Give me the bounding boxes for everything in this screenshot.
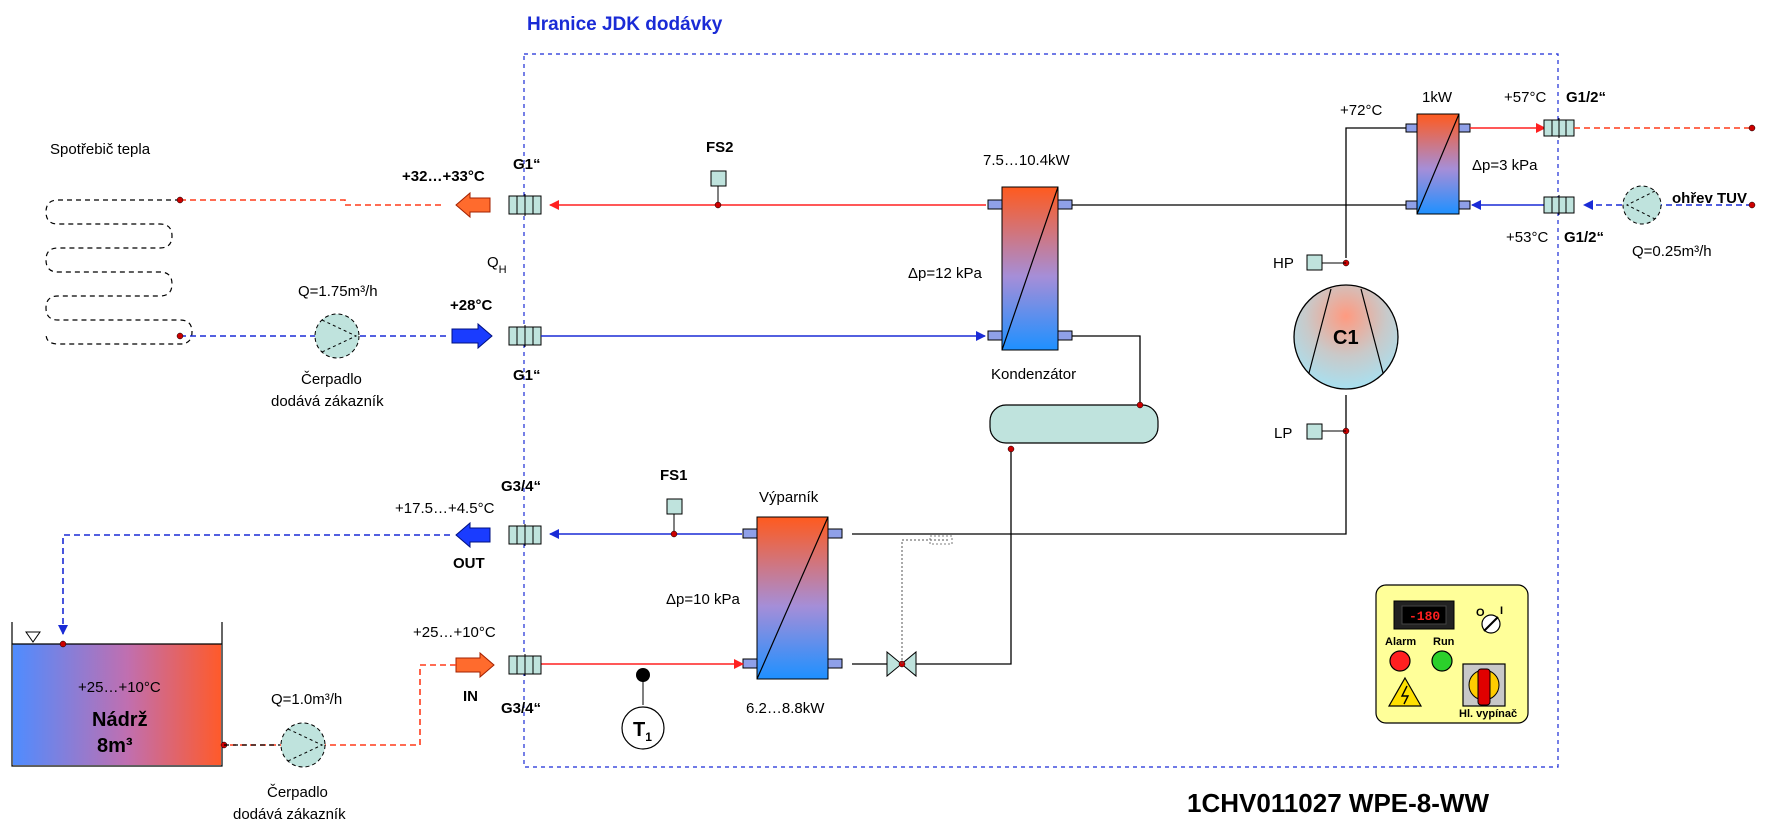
fs1-sensor-icon [666,498,683,538]
consumer-connector-top-icon [508,194,542,216]
selector-switch-icon[interactable] [1481,614,1501,634]
switch-o-label: O [1476,607,1485,619]
fs1-label: FS1 [660,467,688,484]
evaporator-icon [742,516,843,680]
source-flow: Q=1.0m³/h [271,691,342,708]
alarm-label: Alarm [1385,636,1416,648]
evaporator-name: Výparník [759,489,819,506]
receiver-icon [989,401,1159,453]
source-in-label: IN [463,688,478,705]
source-pump-note-2: dodává zákazník [233,806,346,823]
tank-temp: +25…+10°C [78,679,161,696]
consumer-supply-temp: +32…+33°C [402,168,485,185]
svg-text:-180: -180 [1409,609,1440,624]
evaporator-dp: Δp=10 kPa [666,591,740,608]
source-in-conn: G3/4“ [501,700,541,717]
consumer-flow: Q=1.75m³/h [298,283,378,300]
source-pump-note-1: Čerpadlo [267,784,328,801]
heat-symbol: QH [487,254,507,276]
consumer-supply-arrow-icon [455,191,491,219]
compressor-label: C1 [1333,327,1359,349]
consumer-label: Spotřebič tepla [50,141,151,158]
condenser-icon [987,186,1073,351]
dhw-exchanger-icon [1405,113,1471,215]
dhw-conn-bottom: G1/2“ [1564,229,1604,246]
lp-switch-icon [1306,423,1346,440]
consumer-return-arrow-icon [451,322,493,350]
tank-icon [11,622,228,767]
lp-label: LP [1274,425,1292,442]
hp-switch-icon [1306,254,1346,271]
tank-volume: 8m³ [97,735,133,757]
expansion-valve-icon [886,535,953,678]
controller-display: -180 [1393,600,1455,630]
main-switch-label: Hl. vypínač [1459,708,1517,720]
source-out-connector-icon [508,524,542,546]
page-title: 1CHV011027 WPE-8-WW [1187,788,1489,818]
consumer-coil [45,199,193,345]
consumer-conn-bottom: G1“ [513,367,541,384]
dhw-dp: Δp=3 kPa [1472,157,1538,174]
run-label: Run [1433,636,1455,648]
condenser-dp: Δp=12 kPa [908,265,982,282]
temperature-sensor-icon [621,668,665,750]
compressor-icon [1293,259,1399,435]
source-in-connector-icon [508,654,542,676]
dhw-out-temp: +57°C [1504,89,1546,106]
source-out-label: OUT [453,555,485,572]
run-lamp-icon [1431,650,1453,672]
source-in-arrow-icon [455,651,495,679]
switch-i-label: I [1500,605,1503,617]
source-pump-icon [280,722,326,768]
hp-label: HP [1273,255,1294,272]
fs2-sensor-icon [710,170,727,209]
t1-label: T1 [633,719,652,744]
dhw-pump-icon [1622,185,1662,225]
warning-icon [1387,676,1423,707]
dhw-label: ohřev TUV [1672,190,1747,207]
dhw-connector-bottom-icon [1543,195,1575,215]
control-panel: -180 O I Alarm Run Hl. vypínač [1375,584,1529,724]
source-out-temp: +17.5…+4.5°C [395,500,495,517]
source-in-temp: +25…+10°C [413,624,496,641]
condenser-power: 7.5…10.4kW [983,152,1071,169]
consumer-pump-note-2: dodává zákazník [271,393,384,410]
supply-boundary [523,53,1559,768]
consumer-connector-bottom-icon [508,325,542,347]
consumer-pump-note-1: Čerpadlo [301,371,362,388]
consumer-conn-top: G1“ [513,156,541,173]
source-out-conn: G3/4“ [501,478,541,495]
dhw-power: 1kW [1422,89,1453,106]
main-switch-icon[interactable] [1462,663,1506,707]
dhw-connector-top-icon [1543,118,1575,138]
dhw-flow: Q=0.25m³/h [1632,243,1712,260]
dhw-conn-top: G1/2“ [1566,89,1606,106]
source-out-arrow-icon [455,521,491,549]
consumer-pump-icon [314,313,360,359]
condenser-name: Kondenzátor [991,366,1076,383]
dhw-temp-in: +72°C [1340,102,1382,119]
consumer-return-temp: +28°C [450,297,492,314]
boundary-label: Hranice JDK dodávky [527,14,723,35]
tank-name: Nádrž [92,709,148,731]
dhw-ret-temp: +53°C [1506,229,1548,246]
fs2-label: FS2 [706,139,734,156]
alarm-lamp-icon [1389,650,1411,672]
evaporator-power: 6.2…8.8kW [746,700,825,717]
